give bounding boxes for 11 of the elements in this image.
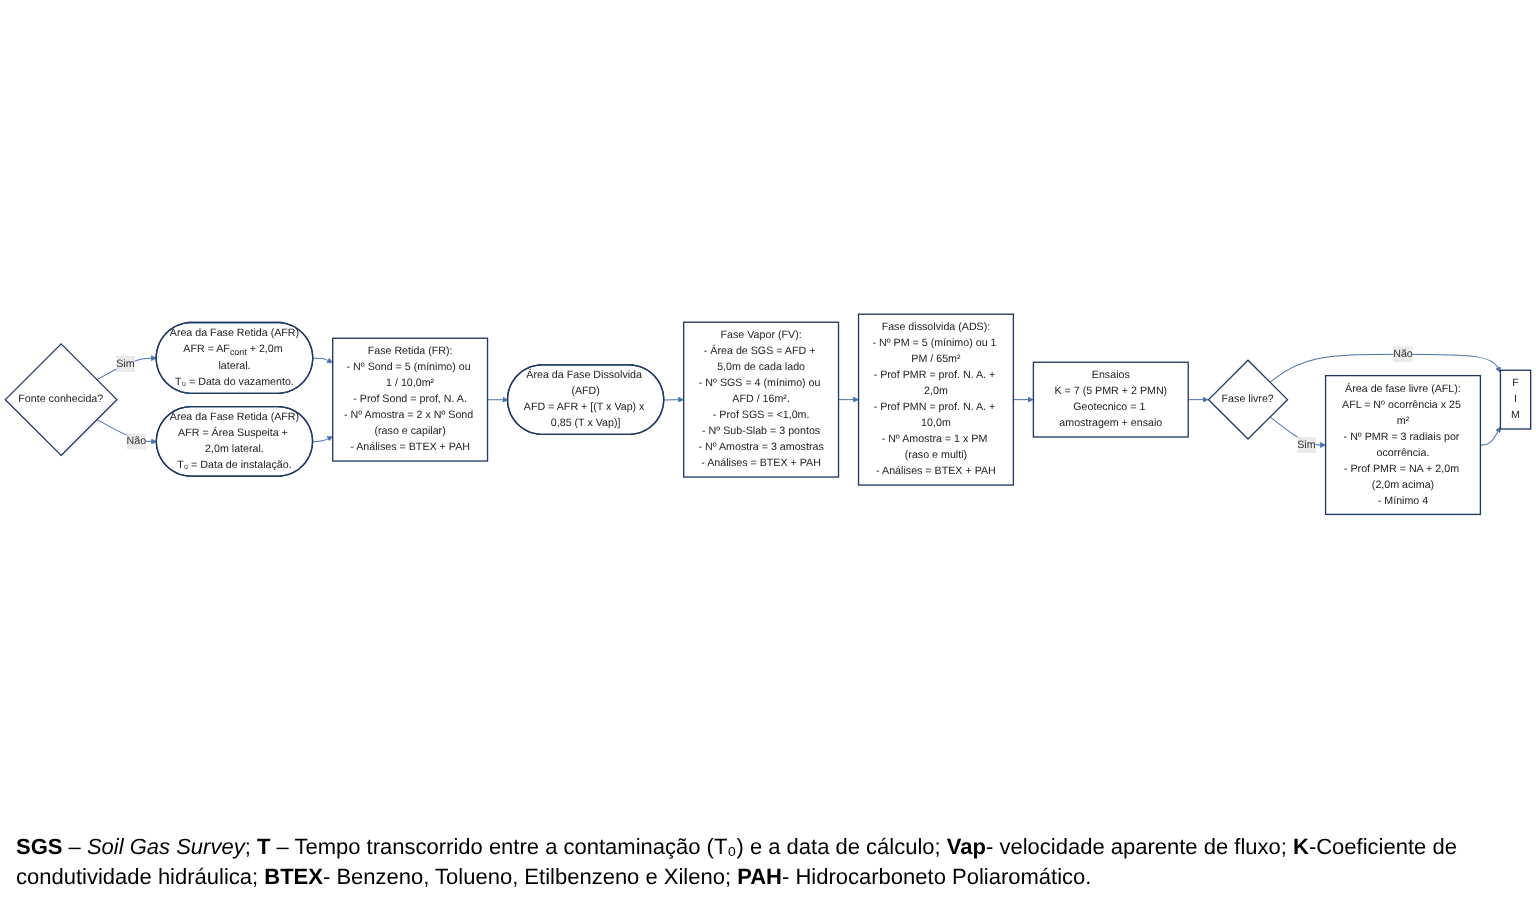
arrow [312, 357, 333, 364]
arrow [1269, 353, 1501, 383]
arrow [663, 396, 684, 403]
arrow [1012, 396, 1034, 403]
arrow [1479, 426, 1501, 446]
arrow [487, 396, 509, 403]
caption: SGS – Soil Gas Survey; T – Tempo transcorrido entre a contaminação (T₀) e a data de cálculo; Vap- velocidade aparente de fluxo; K-Coeficiente de condutividade hidráulica; BTEX- Benzeno, Tolueno, Etilbenzeno e Xileno; PAH- Hidrocarboneto Poliaromático. [14, 834, 1459, 895]
arrow [838, 396, 859, 403]
arrow [1187, 396, 1209, 403]
arrow [312, 436, 333, 443]
arrow [96, 355, 157, 381]
